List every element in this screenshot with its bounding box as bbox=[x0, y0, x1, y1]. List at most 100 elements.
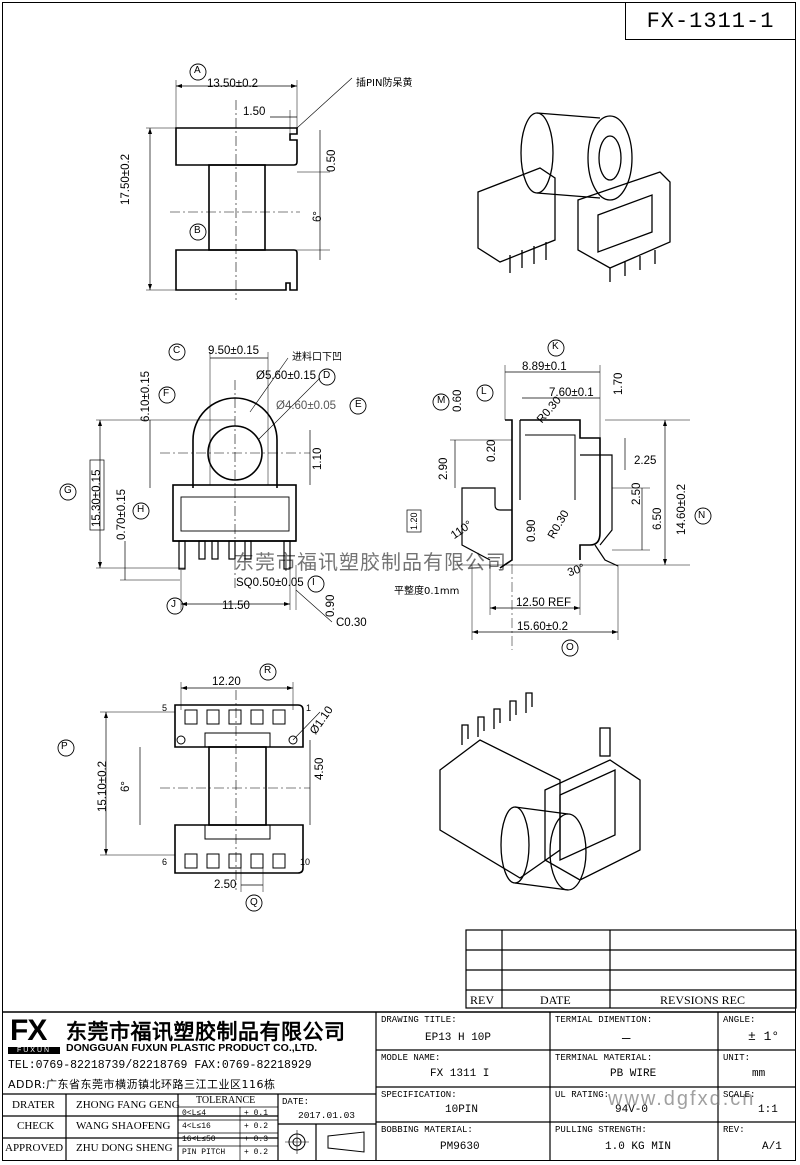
company-name-en: DONGGUAN FUXUN PLASTIC PRODUCT CO.,LTD. bbox=[66, 1042, 318, 1054]
isometric-view-bottom bbox=[439, 692, 641, 891]
dim-p: 15.10±0.2 bbox=[97, 760, 109, 812]
company-addr: ADDR:广东省东莞市横沥镇北环路三江工业区116栋 bbox=[8, 1078, 276, 1091]
pin-5: 5 bbox=[162, 703, 168, 713]
spec-label: SPECIFICATION: bbox=[381, 1090, 457, 1100]
balloon-h: H bbox=[137, 504, 145, 515]
unit-label: UNIT: bbox=[723, 1053, 751, 1063]
watermark-url: www.dgfxd.cn bbox=[608, 1088, 756, 1110]
dim-angle: 6° bbox=[312, 211, 324, 222]
signoff-name-drater: ZHONG FANG GENG bbox=[76, 1099, 180, 1111]
dim-f: 6.10±0.15 bbox=[140, 370, 152, 422]
terminal-dim-label: TERMIAL DIMENTION: bbox=[555, 1015, 653, 1025]
revision-table-grid bbox=[465, 929, 797, 1009]
watermark-company: 东莞市福讯塑胶制品有限公司 bbox=[234, 550, 507, 574]
dim-m: 0.60 bbox=[452, 389, 464, 412]
balloon-p: P bbox=[61, 741, 68, 752]
front-view bbox=[59, 343, 367, 623]
dim-c030: C0.30 bbox=[336, 617, 367, 629]
company-logo-sub: FUXUN bbox=[8, 1047, 60, 1054]
balloon-q: Q bbox=[250, 897, 258, 908]
balloon-j: J bbox=[171, 599, 176, 610]
company-tel: TEL:0769-82218739/82218769 FAX:0769-8221… bbox=[8, 1059, 312, 1072]
dim-r: 12.20 bbox=[212, 676, 241, 688]
dim-k: 8.89±0.1 bbox=[522, 361, 567, 373]
dim-0-20: 0.20 bbox=[486, 439, 498, 462]
terminal-dim: — bbox=[622, 1031, 631, 1047]
balloon-g: G bbox=[64, 485, 72, 496]
dim-flange: 1.50 bbox=[243, 106, 266, 118]
pulling-strength-label: PULLING STRENGTH: bbox=[555, 1125, 647, 1135]
signoff-role-drater: DRATER bbox=[12, 1099, 55, 1111]
dim-h: 0.70±0.15 bbox=[116, 488, 128, 540]
balloon-o: O bbox=[566, 642, 574, 653]
signoff-role-check: CHECK bbox=[17, 1120, 55, 1132]
drawing-title: EP13 H 10P bbox=[425, 1032, 492, 1044]
rev-header-date: DATE bbox=[540, 993, 571, 1007]
dim-2-50: 2.50 bbox=[631, 482, 643, 505]
dim-offset: 0.50 bbox=[326, 149, 338, 172]
note-feed: 进料口下凹 bbox=[292, 352, 342, 363]
terminal-material-label: TERMINAL MATERIAL: bbox=[555, 1053, 653, 1063]
tol-value-1: + 0.1 bbox=[244, 1109, 269, 1118]
unit-value: mm bbox=[752, 1068, 766, 1080]
pin-10: 10 bbox=[300, 857, 311, 867]
angle-label: ANGLE: bbox=[723, 1015, 756, 1025]
rev-value: A/1 bbox=[762, 1141, 782, 1153]
top-view bbox=[146, 63, 353, 300]
tol-value-2: + 0.2 bbox=[244, 1122, 269, 1131]
rev-header-rev: REV bbox=[470, 993, 494, 1007]
balloon-e: E bbox=[355, 399, 362, 410]
date-label: DATE: bbox=[282, 1097, 310, 1107]
bottom-angle: 6° bbox=[120, 781, 132, 792]
angle-value: ± 1° bbox=[748, 1029, 780, 1044]
tol-range-2: 4<L≤16 bbox=[182, 1122, 211, 1131]
dim-g: 15.30±0.15 bbox=[91, 469, 103, 527]
note-pin: 插PIN防呆黄 bbox=[356, 78, 413, 89]
dim-6-50: 6.50 bbox=[652, 507, 664, 530]
dim-2-25: 2.25 bbox=[634, 455, 657, 467]
isometric-view-top bbox=[477, 112, 671, 282]
balloon-k: K bbox=[552, 341, 559, 352]
dim-1-10: 1.10 bbox=[312, 447, 324, 470]
side-view bbox=[406, 339, 712, 657]
model-label: MODLE NAME: bbox=[381, 1053, 441, 1063]
dim-d: Ø5.60±0.15 bbox=[256, 370, 317, 382]
tol-value-4: + 0.2 bbox=[244, 1148, 269, 1157]
bottom-view bbox=[57, 663, 321, 912]
dim-1-20: 1.20 bbox=[409, 512, 419, 530]
dim-bottom-2-50: 2.50 bbox=[214, 879, 237, 891]
dim-sq: SQ0.50±0.05 bbox=[236, 577, 304, 589]
dim-side-0-90: 0.90 bbox=[526, 519, 538, 542]
bobbin-material: PM9630 bbox=[440, 1141, 480, 1153]
date-value: 2017.01.03 bbox=[298, 1110, 356, 1121]
tol-range-1: 0<L≤4 bbox=[182, 1109, 207, 1118]
balloon-l: L bbox=[481, 386, 487, 397]
company-name-cn: 东莞市福讯塑胶制品有限公司 bbox=[66, 1020, 346, 1044]
ul-label: UL RATING: bbox=[555, 1090, 610, 1100]
balloon-a: A bbox=[194, 65, 201, 76]
balloon-c: C bbox=[173, 345, 181, 356]
rev-label: REV: bbox=[723, 1125, 745, 1135]
balloon-d: D bbox=[323, 370, 331, 381]
dim-2-90: 2.90 bbox=[438, 457, 450, 480]
tol-range-3: 16<L≤50 bbox=[182, 1135, 216, 1144]
tol-value-3: + 0.3 bbox=[244, 1135, 269, 1144]
dim-height: 17.50±0.2 bbox=[120, 153, 132, 205]
dim-o: 15.60±0.2 bbox=[517, 621, 569, 633]
drawing-title-label: DRAWING TITLE: bbox=[381, 1015, 457, 1025]
tol-range-4: PIN PITCH bbox=[182, 1148, 226, 1157]
drawing-number: FX-1311-1 bbox=[625, 2, 796, 40]
model-value: FX 1311 I bbox=[430, 1068, 490, 1080]
balloon-f: F bbox=[163, 388, 170, 399]
bobbin-material-label: BOBBING MATERIAL: bbox=[381, 1125, 473, 1135]
balloon-i: I bbox=[312, 577, 315, 588]
dim-j: 11.50 bbox=[222, 600, 250, 612]
pin-6: 6 bbox=[162, 857, 168, 867]
dim-n: 14.60±0.2 bbox=[676, 483, 688, 535]
balloon-b: B bbox=[194, 225, 201, 236]
signoff-name-approved: ZHU DONG SHENG bbox=[76, 1142, 173, 1154]
balloon-r: R bbox=[264, 665, 272, 676]
spec-value: 10PIN bbox=[445, 1104, 479, 1116]
